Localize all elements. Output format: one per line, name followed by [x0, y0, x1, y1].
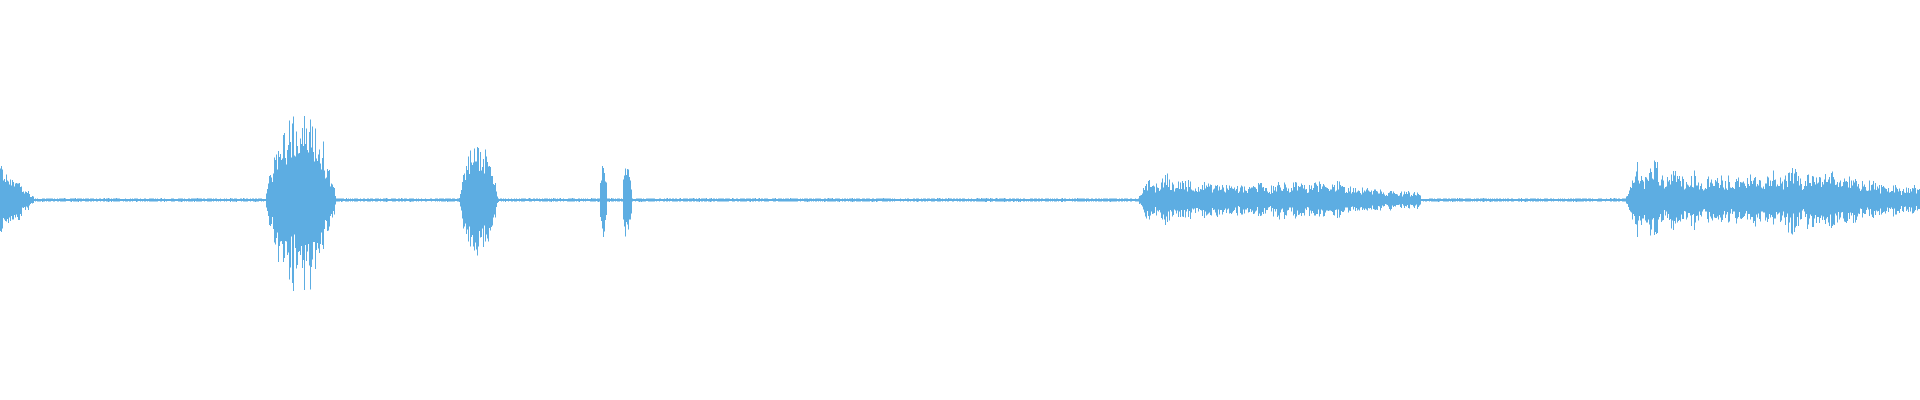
waveform-trace [0, 116, 1920, 292]
